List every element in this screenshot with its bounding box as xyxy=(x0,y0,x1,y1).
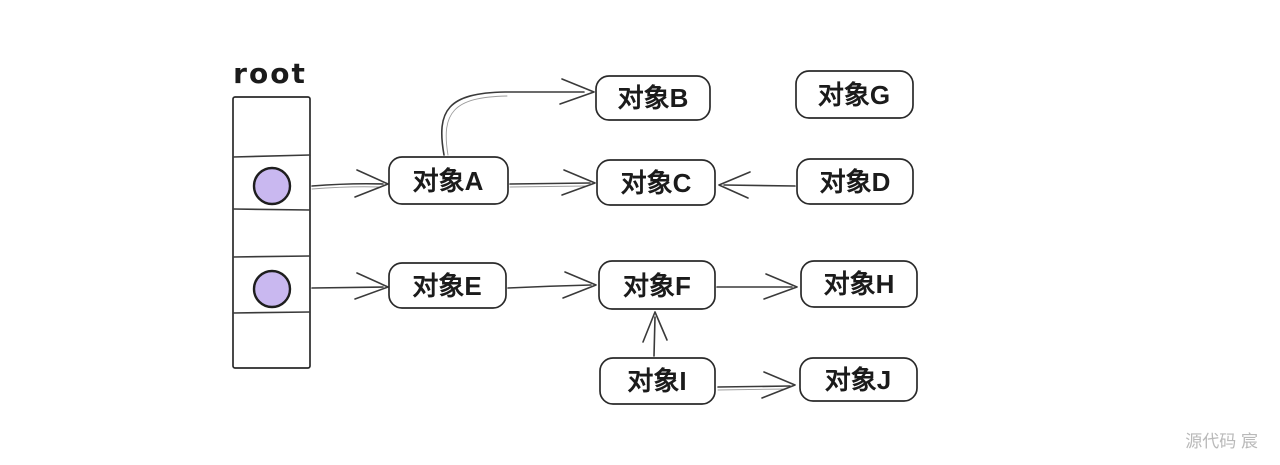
node-object-a: 对象A xyxy=(388,156,509,205)
edge-i-to-j xyxy=(717,371,796,399)
node-label: 对象H xyxy=(824,269,895,299)
node-label: 对象E xyxy=(412,271,481,301)
cell-divider xyxy=(232,311,311,314)
edge-d-to-c xyxy=(718,171,796,199)
edges xyxy=(311,78,798,399)
node-label: 对象D xyxy=(820,167,891,197)
node-object-d: 对象D xyxy=(796,158,914,205)
node-box xyxy=(599,357,716,405)
node-box xyxy=(598,260,716,310)
node-label: 对象C xyxy=(621,168,692,198)
cell-divider xyxy=(232,255,311,258)
node-label: 对象F xyxy=(623,271,691,301)
node-object-h: 对象H xyxy=(800,260,918,308)
cell-divider xyxy=(232,154,311,158)
edge-a-to-c xyxy=(509,169,596,196)
root-pointer-dot-2 xyxy=(252,269,292,309)
node-object-g: 对象G xyxy=(795,70,914,119)
node-object-c: 对象C xyxy=(596,159,716,206)
node-label: 对象I xyxy=(627,366,686,396)
node-object-j: 对象J xyxy=(799,357,918,402)
node-box xyxy=(388,262,507,309)
edge-a-to-b xyxy=(440,78,595,156)
root-stack-column xyxy=(232,96,311,369)
cell-divider xyxy=(232,208,311,211)
node-box xyxy=(388,156,509,205)
node-box xyxy=(595,75,711,121)
node-object-i: 对象I xyxy=(599,357,716,405)
node-box xyxy=(596,159,716,206)
root-stack: root xyxy=(232,57,311,369)
edge-root-to-a xyxy=(311,169,389,198)
edge-root-to-e xyxy=(311,272,389,300)
node-box xyxy=(795,70,914,119)
edge-i-to-f xyxy=(642,311,668,357)
node-object-f: 对象F xyxy=(598,260,716,310)
node-box xyxy=(796,158,914,205)
node-object-e: 对象E xyxy=(388,262,507,309)
node-box xyxy=(800,260,918,308)
nodes: 对象A 对象B 对象C 对象D 对象E 对象F 对象G 对象H xyxy=(388,70,918,405)
node-object-b: 对象B xyxy=(595,75,711,121)
watermark: 源代码 宸 xyxy=(1185,432,1258,451)
edge-e-to-f xyxy=(507,271,597,299)
root-pointer-dot-1 xyxy=(252,166,292,206)
node-label: 对象A xyxy=(413,166,484,196)
node-label: 对象B xyxy=(618,83,689,113)
edge-f-to-h xyxy=(716,273,798,300)
node-label: 对象G xyxy=(818,80,890,110)
node-box xyxy=(799,357,918,402)
node-label: 对象J xyxy=(825,365,891,395)
root-stack-label: root xyxy=(233,57,307,90)
